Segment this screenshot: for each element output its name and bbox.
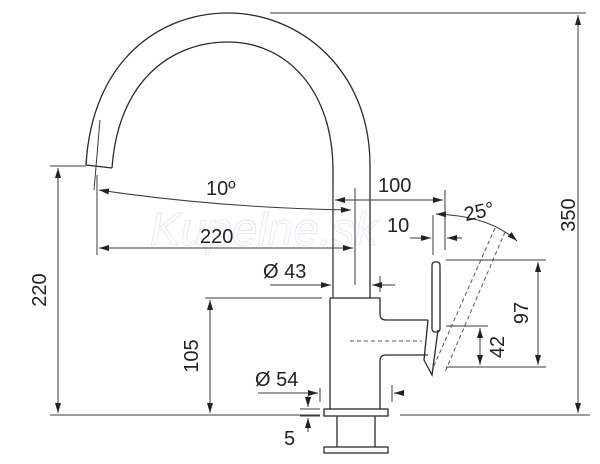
label-5: 5 — [284, 428, 295, 450]
watermark: Kupelne.sk — [150, 203, 380, 255]
base-plate — [323, 408, 389, 417]
shank — [336, 416, 376, 447]
label-97: 97 — [511, 302, 533, 324]
label-10: 10 — [387, 215, 409, 237]
lever-joint — [423, 319, 439, 378]
label-105: 105 — [181, 339, 203, 372]
label-25deg: 25° — [462, 198, 496, 226]
dimension-labels: 350 220 105 10º 220 100 10 25° 97 42 Ø 4… — [29, 175, 580, 450]
spout-tip — [85, 164, 113, 169]
label-43: Ø 43 — [263, 261, 306, 283]
body — [329, 297, 428, 409]
label-54: Ø 54 — [255, 369, 298, 391]
label-220-vertical: 220 — [29, 273, 51, 306]
dim-25deg — [435, 211, 518, 242]
label-42: 42 — [487, 336, 509, 358]
lever-handle — [431, 261, 441, 333]
label-220-horizontal: 220 — [200, 226, 233, 248]
dim-10deg — [98, 188, 352, 213]
mounting-nut — [323, 446, 389, 454]
label-100: 100 — [378, 175, 411, 197]
spout-inner — [111, 41, 334, 298]
spout-axis — [93, 119, 101, 191]
faucet-outline — [85, 12, 506, 454]
spout-outer — [85, 12, 371, 298]
label-10deg: 10º — [206, 178, 236, 200]
dimension-lines — [55, 15, 581, 432]
label-350: 350 — [558, 198, 580, 231]
lever-open-position — [432, 227, 506, 373]
